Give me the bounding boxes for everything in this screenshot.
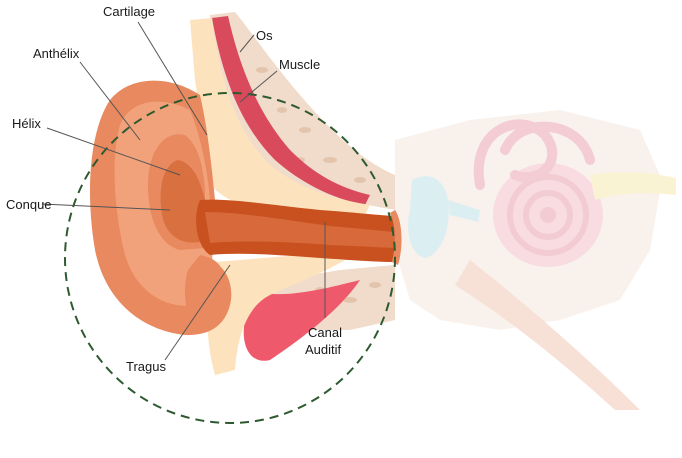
pink-tissue — [243, 280, 360, 361]
focus-circle — [64, 92, 396, 424]
label-canal-line2: Auditif — [305, 342, 342, 357]
conque-cavity — [160, 160, 205, 243]
outer-ear — [90, 12, 402, 375]
cartilage-lower — [207, 255, 345, 375]
cochlea-spiral-1 — [507, 174, 589, 256]
muscle-band — [212, 16, 370, 205]
eustachian-tube — [455, 260, 640, 410]
leader-os — [239, 34, 255, 53]
leader-cartilage — [137, 21, 208, 136]
leader-tragus — [164, 264, 231, 361]
bone-spot — [299, 127, 311, 133]
ossicles — [408, 176, 449, 258]
cartilage-upper — [190, 18, 370, 215]
bone-spot — [323, 157, 337, 163]
ear-canal-inner — [205, 212, 395, 248]
bone-spot — [256, 67, 268, 73]
label-os: Os — [256, 28, 273, 43]
label-anthelix: Anthélix — [33, 46, 80, 61]
auditory-nerve — [590, 172, 676, 200]
bone-spot — [369, 282, 381, 288]
label-helix: Hélix — [12, 116, 41, 131]
semicircular-canals — [473, 119, 595, 190]
leader-lines — [41, 21, 326, 361]
eardrum — [390, 210, 402, 265]
leader-conque — [41, 203, 171, 211]
leader-anthelix — [79, 61, 141, 141]
label-canal-line1: Canal — [308, 325, 342, 340]
inner-ear-faded — [395, 110, 676, 410]
leader-muscle — [239, 70, 278, 103]
labels: Cartilage Os Anthélix Muscle Hélix Conqu… — [6, 4, 342, 374]
bone-spot — [277, 107, 287, 113]
label-cartilage: Cartilage — [103, 4, 155, 19]
label-tragus: Tragus — [126, 359, 166, 374]
label-conque: Conque — [6, 197, 52, 212]
tragus-shape — [184, 255, 225, 325]
bone-spot — [354, 177, 366, 183]
cochlea-spiral-3 — [540, 207, 556, 223]
bone-spot — [343, 297, 357, 303]
leader-helix — [46, 127, 181, 176]
label-muscle: Muscle — [279, 57, 320, 72]
cochlea-spiral-2 — [523, 190, 573, 240]
stapes — [448, 200, 480, 222]
